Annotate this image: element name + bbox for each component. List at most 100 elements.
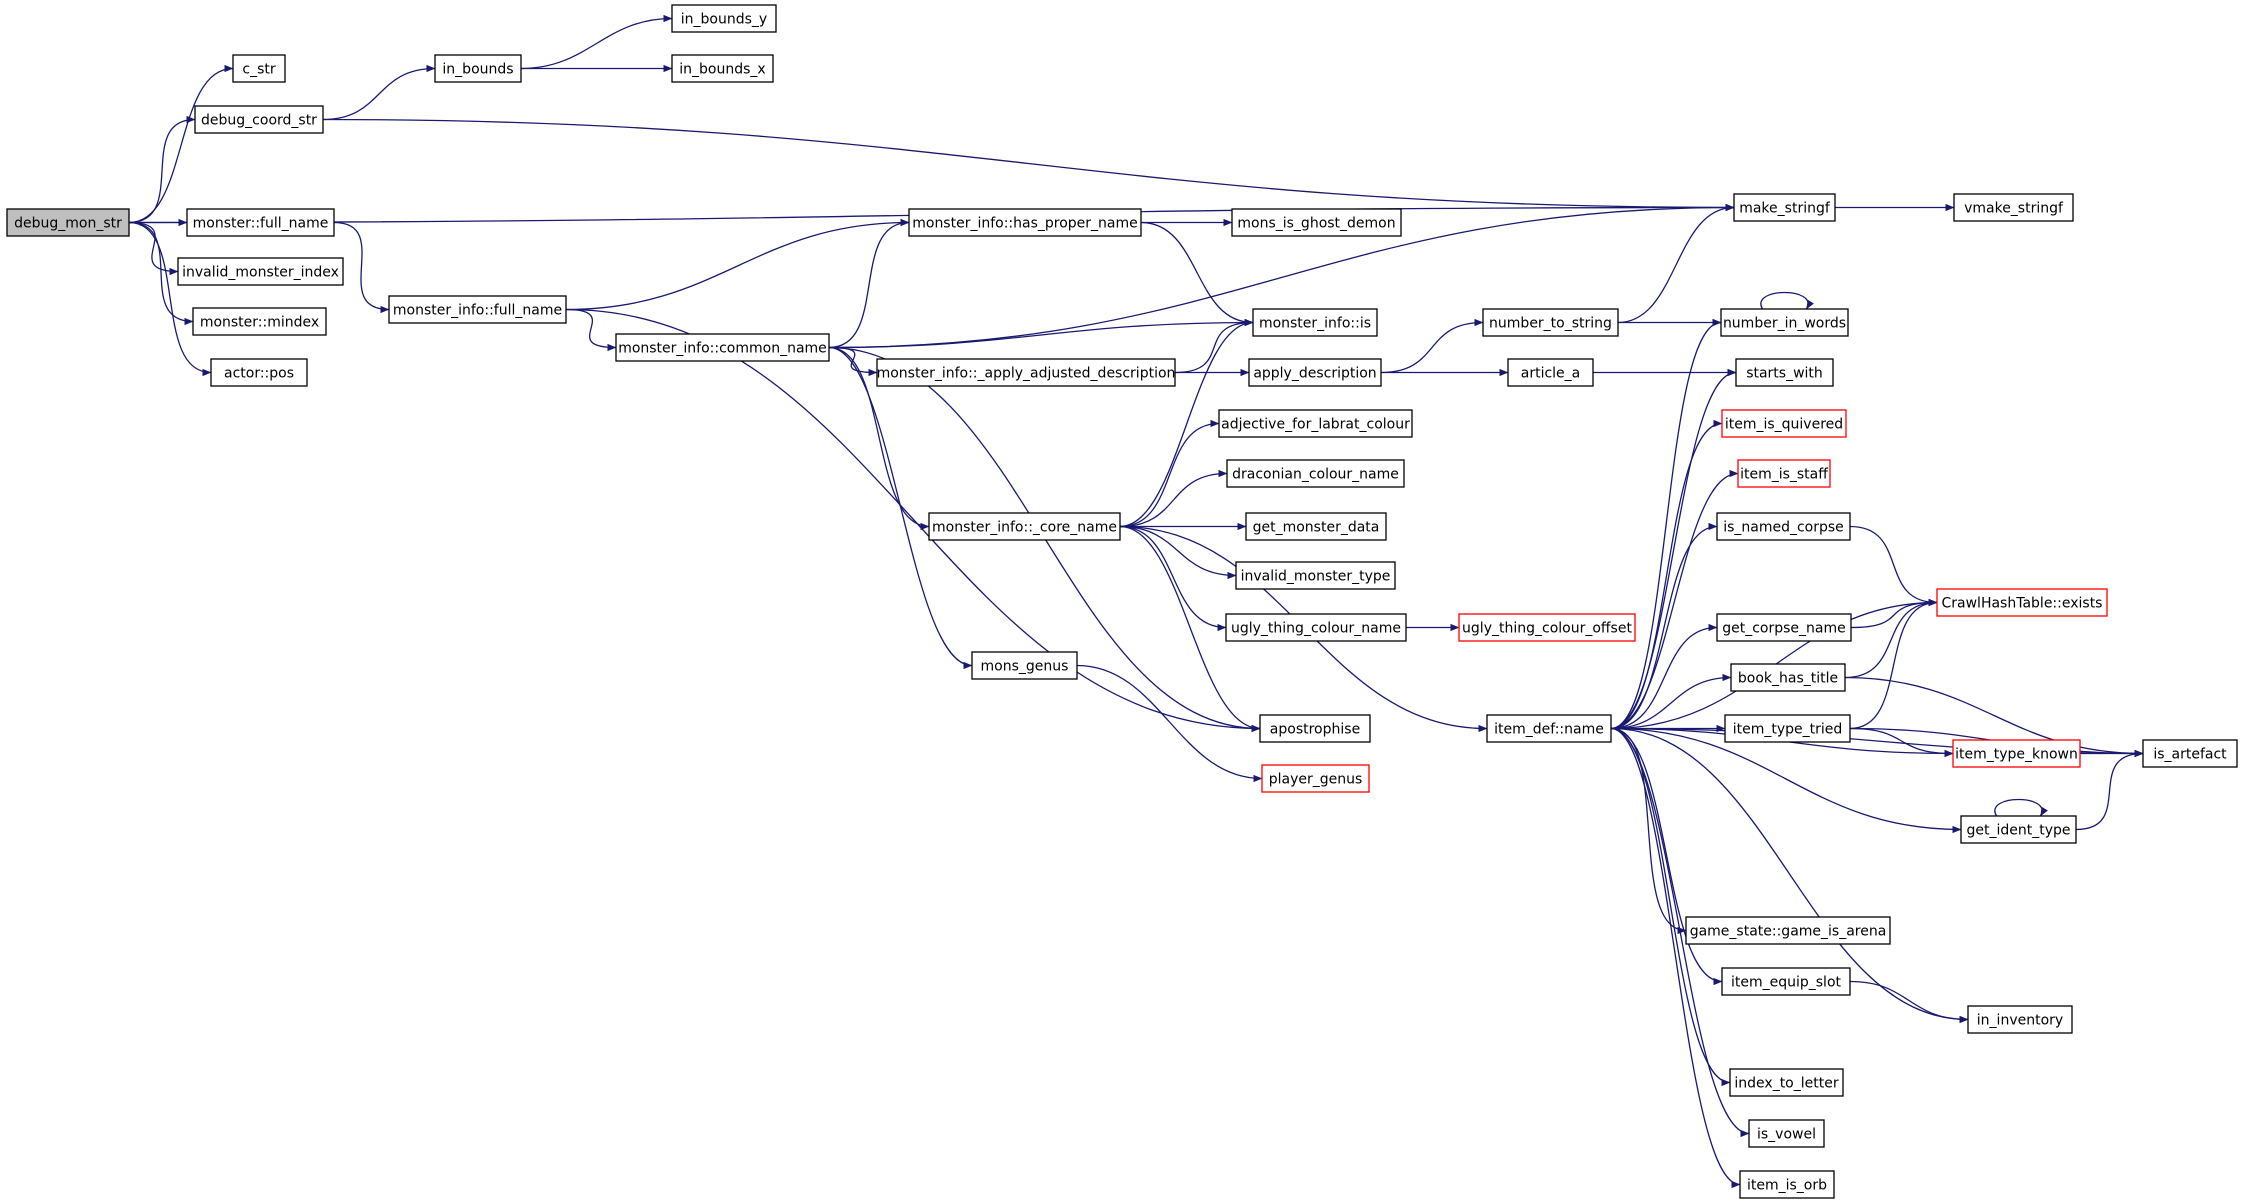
node-ugly-thing-colour-name[interactable]: ugly_thing_colour_name bbox=[1225, 613, 1407, 642]
node-debug-coord-str[interactable]: debug_coord_str bbox=[194, 105, 324, 134]
node-crawl-hash-exists[interactable]: CrawlHashTable::exists bbox=[1936, 588, 2108, 617]
edge-monster-full-name-to-mi-full-name bbox=[333, 221, 390, 314]
node-box bbox=[1507, 358, 1594, 387]
edge-mi-core-name-to-ugly-thing-colour-name bbox=[1119, 525, 1227, 632]
node-game-is-arena[interactable]: game_state::game_is_arena bbox=[1685, 916, 1891, 945]
node-mi-has-proper-name[interactable]: monster_info::has_proper_name bbox=[908, 208, 1142, 237]
node-make-stringf[interactable]: make_stringf bbox=[1733, 193, 1836, 222]
node-number-in-words[interactable]: number_in_words bbox=[1720, 308, 1849, 337]
node-monster-mindex[interactable]: monster::mindex bbox=[192, 307, 327, 336]
edge-mi-core-name-to-draconian-colour-name bbox=[1119, 469, 1228, 528]
node-label: monster_info::_core_name bbox=[932, 520, 1117, 536]
node-box bbox=[434, 54, 522, 83]
node-item-type-known[interactable]: item_type_known bbox=[1952, 739, 2081, 768]
node-vmake-stringf[interactable]: vmake_stringf bbox=[1953, 193, 2074, 222]
node-get-corpse-name[interactable]: get_corpse_name bbox=[1716, 613, 1852, 642]
node-actor-pos[interactable]: actor::pos bbox=[210, 358, 308, 387]
node-item-is-quivered[interactable]: item_is_quivered bbox=[1721, 409, 1847, 438]
node-is-vowel[interactable]: is_vowel bbox=[1748, 1119, 1825, 1148]
edge-apply-description-to-number-to-string bbox=[1380, 318, 1484, 374]
node-invalid-monster-index[interactable]: invalid_monster_index bbox=[177, 257, 344, 286]
node-invalid-monster-type[interactable]: invalid_monster_type bbox=[1235, 561, 1396, 590]
edge-mi-common-name-to-make-stringf bbox=[828, 203, 1735, 349]
node-box bbox=[971, 651, 1078, 680]
node-item-type-tried[interactable]: item_type_tried bbox=[1724, 714, 1851, 743]
node-is-named-corpse[interactable]: is_named_corpse bbox=[1716, 512, 1851, 541]
node-label: item_equip_slot bbox=[1731, 975, 1842, 991]
node-label: monster::full_name bbox=[193, 216, 329, 232]
edge-item-def-name-to-book-has-title bbox=[1610, 673, 1732, 730]
node-label: item_is_staff bbox=[1740, 467, 1828, 483]
node-label: invalid_monster_index bbox=[182, 265, 339, 281]
node-debug-mon-str[interactable]: debug_mon_str bbox=[6, 208, 130, 237]
node-item-def-name[interactable]: item_def::name bbox=[1486, 714, 1612, 743]
node-mi-common-name[interactable]: monster_info::common_name bbox=[615, 333, 830, 362]
node-label: monster_info::full_name bbox=[393, 303, 562, 319]
node-box bbox=[1225, 613, 1407, 642]
edge-mi-common-name-to-mi-core-name bbox=[828, 346, 930, 531]
node-article-a[interactable]: article_a bbox=[1507, 358, 1594, 387]
node-label: c_str bbox=[242, 62, 275, 78]
node-index-to-letter[interactable]: index_to_letter bbox=[1729, 1068, 1844, 1097]
node-label: mons_genus bbox=[981, 659, 1069, 675]
node-book-has-title[interactable]: book_has_title bbox=[1730, 663, 1846, 692]
node-box bbox=[876, 358, 1176, 387]
node-apostrophise[interactable]: apostrophise bbox=[1259, 714, 1371, 743]
node-box bbox=[1733, 193, 1836, 222]
node-get-monster-data[interactable]: get_monster_data bbox=[1245, 512, 1387, 541]
node-item-is-orb[interactable]: item_is_orb bbox=[1739, 1170, 1835, 1199]
node-item-is-staff[interactable]: item_is_staff bbox=[1737, 459, 1831, 488]
node-label: number_in_words bbox=[1723, 316, 1846, 332]
node-mi-core-name[interactable]: monster_info::_core_name bbox=[928, 512, 1121, 541]
node-label: book_has_title bbox=[1738, 671, 1838, 687]
edge-book-has-title-to-crawl-hash-exists bbox=[1844, 598, 1938, 679]
node-get-ident-type[interactable]: get_ident_type bbox=[1960, 815, 2077, 844]
node-box bbox=[1960, 815, 2077, 844]
node-label: article_a bbox=[1521, 366, 1581, 382]
node-box bbox=[928, 512, 1121, 541]
node-label: invalid_monster_type bbox=[1241, 569, 1391, 585]
node-c-str[interactable]: c_str bbox=[232, 54, 286, 83]
node-box bbox=[1218, 409, 1413, 438]
node-is-artefact[interactable]: is_artefact bbox=[2142, 739, 2238, 768]
edge-debug-mon-str-to-invalid-monster-index bbox=[128, 221, 179, 276]
node-mons-genus[interactable]: mons_genus bbox=[971, 651, 1078, 680]
node-draconian-colour-name[interactable]: draconian_colour_name bbox=[1226, 459, 1405, 488]
node-in-inventory[interactable]: in_inventory bbox=[1967, 1005, 2073, 1034]
node-item-equip-slot[interactable]: item_equip_slot bbox=[1721, 967, 1851, 996]
node-player-genus[interactable]: player_genus bbox=[1261, 764, 1370, 793]
node-box bbox=[2142, 739, 2238, 768]
node-box bbox=[1252, 308, 1378, 337]
node-box bbox=[671, 4, 777, 33]
edge-item-def-name-to-item-equip-slot bbox=[1610, 727, 1723, 986]
edge-mi-core-name-to-adjective-for-labrat-colour bbox=[1119, 419, 1220, 528]
node-apply-description[interactable]: apply_description bbox=[1248, 358, 1382, 387]
node-label: ugly_thing_colour_name bbox=[1231, 621, 1401, 637]
node-mi-full-name[interactable]: monster_info::full_name bbox=[388, 295, 567, 324]
node-mi-apply-adjusted[interactable]: monster_info::_apply_adjusted_descriptio… bbox=[876, 358, 1176, 387]
edge-mi-full-name-to-mi-common-name bbox=[565, 308, 617, 352]
node-label: in_bounds_y bbox=[681, 12, 767, 28]
node-adjective-for-labrat-colour[interactable]: adjective_for_labrat_colour bbox=[1218, 409, 1413, 438]
node-mons-is-ghost-demon[interactable]: mons_is_ghost_demon bbox=[1231, 208, 1402, 237]
node-label: in_bounds_x bbox=[679, 62, 765, 78]
node-label: debug_coord_str bbox=[201, 113, 317, 129]
node-number-to-string[interactable]: number_to_string bbox=[1482, 308, 1619, 337]
node-in-bounds-x[interactable]: in_bounds_x bbox=[671, 54, 774, 83]
node-label: index_to_letter bbox=[1734, 1076, 1838, 1092]
edge-item-def-name-to-is-named-corpse bbox=[1610, 522, 1718, 730]
node-label: player_genus bbox=[1269, 772, 1363, 788]
node-box bbox=[1936, 588, 2108, 617]
node-in-bounds-y[interactable]: in_bounds_y bbox=[671, 4, 777, 33]
edge-debug-coord-str-to-make-stringf bbox=[322, 118, 1735, 212]
node-box bbox=[1226, 459, 1405, 488]
node-in-bounds[interactable]: in_bounds bbox=[434, 54, 522, 83]
node-starts-with[interactable]: starts_with bbox=[1735, 358, 1834, 387]
node-mi-is[interactable]: monster_info::is bbox=[1252, 308, 1378, 337]
node-monster-full-name[interactable]: monster::full_name bbox=[186, 208, 335, 237]
node-ugly-thing-colour-offset[interactable]: ugly_thing_colour_offset bbox=[1458, 613, 1636, 642]
edge-item-def-name-to-in-inventory bbox=[1610, 727, 1969, 1024]
node-box bbox=[194, 105, 324, 134]
node-box bbox=[1739, 1170, 1835, 1199]
